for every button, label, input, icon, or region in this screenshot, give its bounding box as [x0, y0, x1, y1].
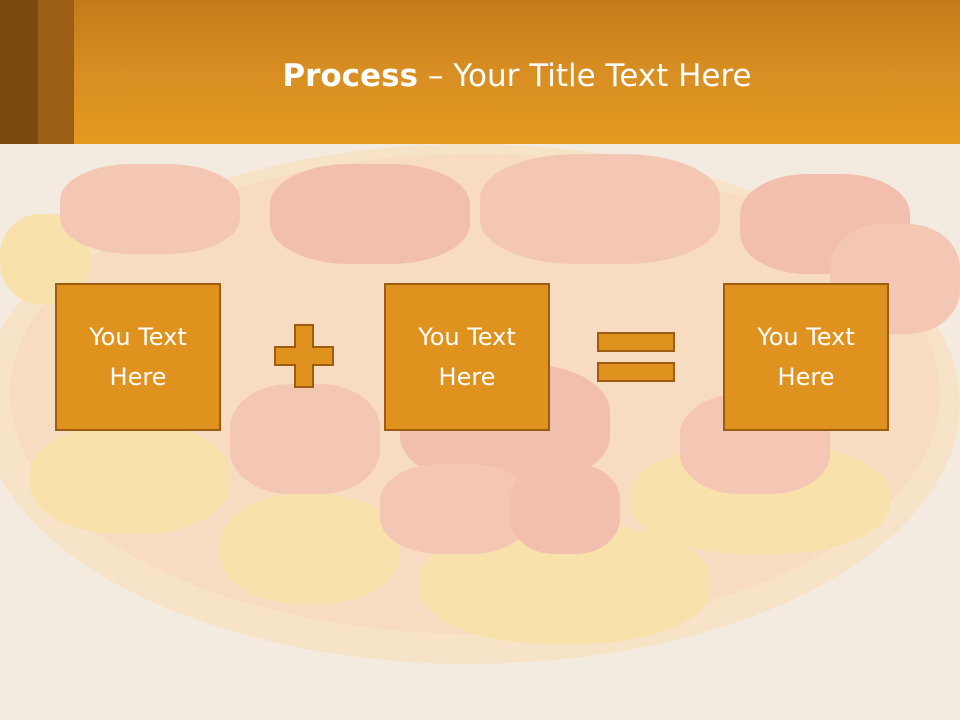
potato-slice	[220, 494, 400, 604]
process-box-3[interactable]: You Text Here	[723, 283, 889, 431]
octopus-piece	[510, 464, 620, 554]
title-bar-accent	[38, 0, 74, 144]
process-box-1-text: You Text Here	[89, 323, 187, 391]
octopus-piece	[270, 164, 470, 264]
background-photo	[0, 144, 960, 720]
title-bar: Process – Your Title Text Here	[0, 0, 960, 144]
process-box-3-text: You Text Here	[757, 323, 855, 391]
plus-icon	[274, 324, 334, 388]
photo-fade-overlay	[0, 144, 960, 720]
equals-icon	[597, 332, 675, 384]
potato-slice	[30, 424, 230, 534]
octopus-piece	[480, 154, 720, 264]
octopus-piece	[380, 464, 530, 554]
slide-title: Process – Your Title Text Here	[74, 54, 960, 98]
slide-title-bold: Process	[282, 58, 418, 94]
process-box-1[interactable]: You Text Here	[55, 283, 221, 431]
octopus-piece	[60, 164, 240, 254]
process-box-2-text: You Text Here	[418, 323, 516, 391]
process-box-2[interactable]: You Text Here	[384, 283, 550, 431]
title-bar-accent-dark	[0, 0, 38, 144]
octopus-piece	[230, 384, 380, 494]
slide-title-rest: – Your Title Text Here	[418, 58, 752, 94]
